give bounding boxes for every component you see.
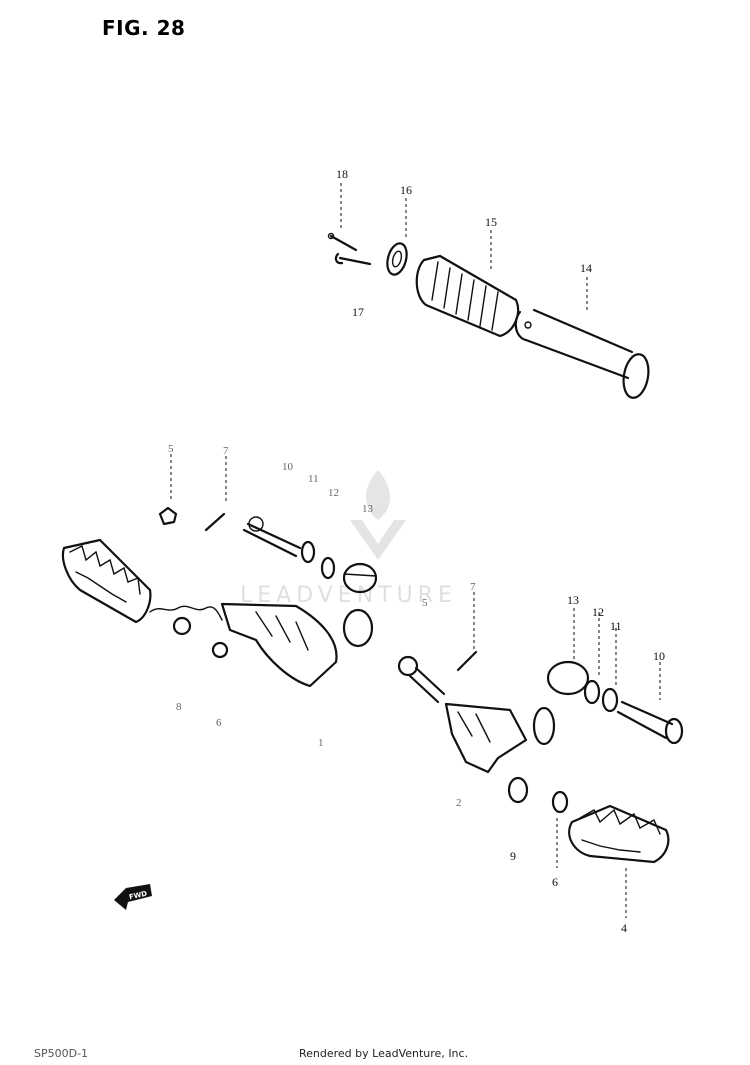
rendered-by-credit: Rendered by LeadVenture, Inc. [299,1047,469,1060]
washer-12-right[interactable] [583,679,601,705]
callout-1: 1 [318,737,324,749]
callout-10-left: 10 [282,461,294,473]
watermark: LEADVENTURE [240,470,457,608]
bracket-2[interactable] [444,702,556,774]
callout-8: 8 [176,701,182,713]
clip-7-left[interactable] [204,512,226,532]
collar-6-right[interactable] [551,790,569,814]
callout-6-right: 6 [552,875,558,889]
ball-left[interactable] [172,616,192,636]
forward-arrow-icon: FWD [114,884,152,910]
figure-title: FIG. 28 [102,16,186,40]
callout-10-right: 10 [653,649,665,663]
nut-5-left[interactable] [158,506,178,526]
callouts: 18 16 15 14 17 5 7 10 11 12 13 5 7 8 6 1… [168,167,665,935]
rubber-grip-15[interactable] [415,254,520,338]
clevis-pin-17[interactable] [334,252,372,266]
forward-arrow-label: FWD [128,890,148,902]
clip-7-right[interactable] [456,650,478,672]
callout-15: 15 [485,215,497,229]
callout-5-left: 5 [168,443,174,455]
footrest-bar-14[interactable] [514,308,652,400]
bolt-10-left[interactable] [242,516,302,558]
bushing-13-right[interactable] [546,660,590,696]
callout-9: 9 [510,849,516,863]
callout-12-left: 12 [328,487,339,499]
callout-5-mid: 5 [422,597,428,609]
callout-18: 18 [336,167,348,181]
callout-12-right: 12 [592,605,604,619]
collar-left[interactable] [211,641,229,659]
callout-16: 16 [400,183,412,197]
callout-2: 2 [456,797,462,809]
callout-13-left: 13 [362,503,374,515]
leadventure-flame-logo-icon [350,470,406,560]
callout-11-right: 11 [610,619,622,633]
callout-14: 14 [580,261,592,275]
callout-4: 4 [621,921,627,935]
callout-6-left: 6 [216,717,222,729]
leader-lines [170,183,661,918]
watermark-text: LEADVENTURE [240,583,457,608]
washer-16[interactable] [384,241,410,277]
callout-11-left: 11 [308,473,319,485]
callout-7-left: 7 [223,445,229,457]
callout-7-mid: 7 [470,581,476,593]
bolt-8[interactable] [397,655,446,704]
pin-18[interactable] [327,232,358,252]
bracket-1[interactable] [220,602,374,688]
washer-12-left[interactable] [320,556,336,580]
ball-9[interactable] [507,776,529,804]
footpeg-4[interactable] [568,804,670,864]
callout-17: 17 [352,305,364,319]
bolt-10-right[interactable] [616,700,684,745]
drawing-code: SP500D-1 [34,1047,89,1060]
footpeg-left[interactable] [61,538,152,624]
spring-left[interactable] [149,605,223,621]
bushing-13-left[interactable] [342,562,378,594]
washer-11-right[interactable] [601,687,619,713]
washer-11-left[interactable] [300,540,316,564]
callout-13-right: 13 [567,593,579,607]
